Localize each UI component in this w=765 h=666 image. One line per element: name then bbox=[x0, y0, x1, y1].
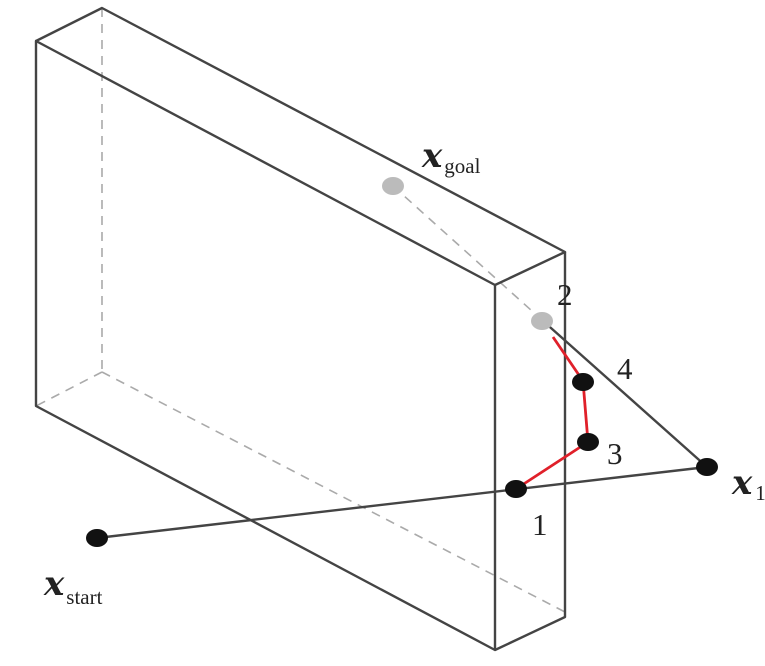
start-label: xstart bbox=[43, 564, 103, 609]
step-label-1: 1 bbox=[532, 507, 548, 542]
goal-sightline-dashed bbox=[392, 185, 543, 321]
hidden-edge-back-bottom-left bbox=[35, 371, 103, 407]
x1-label-symbol: x bbox=[731, 463, 753, 503]
goal-label-symbol: x bbox=[421, 136, 443, 176]
line-start-to-x1 bbox=[96, 465, 708, 540]
point-1 bbox=[505, 480, 527, 498]
hidden-edges bbox=[35, 8, 566, 613]
start-label-symbol: x bbox=[43, 564, 65, 604]
line-x1-to-point2 bbox=[541, 319, 708, 468]
start-label-subscript: start bbox=[66, 585, 102, 609]
step-label-2: 2 bbox=[557, 277, 573, 312]
box-top-face-edges bbox=[35, 6, 567, 287]
step-label-3: 3 bbox=[607, 436, 623, 471]
x1-point bbox=[696, 458, 718, 476]
x1-label-subscript: 1 bbox=[755, 481, 765, 505]
point-4 bbox=[572, 373, 594, 391]
point-2 bbox=[531, 312, 553, 330]
red-path bbox=[515, 336, 590, 491]
box-front-face bbox=[34, 39, 497, 652]
goal-point bbox=[382, 177, 404, 195]
goal-label: xgoal bbox=[421, 136, 481, 178]
point-3 bbox=[577, 433, 599, 451]
box-visible-edges bbox=[34, 6, 567, 652]
step-label-4: 4 bbox=[617, 351, 633, 386]
trajectory-lines bbox=[96, 319, 708, 540]
hidden-edge-back-bottom bbox=[101, 371, 566, 613]
points bbox=[86, 177, 718, 547]
box-right-face-edges bbox=[494, 252, 567, 652]
goal-label-subscript: goal bbox=[444, 154, 480, 178]
start-point bbox=[86, 529, 108, 547]
